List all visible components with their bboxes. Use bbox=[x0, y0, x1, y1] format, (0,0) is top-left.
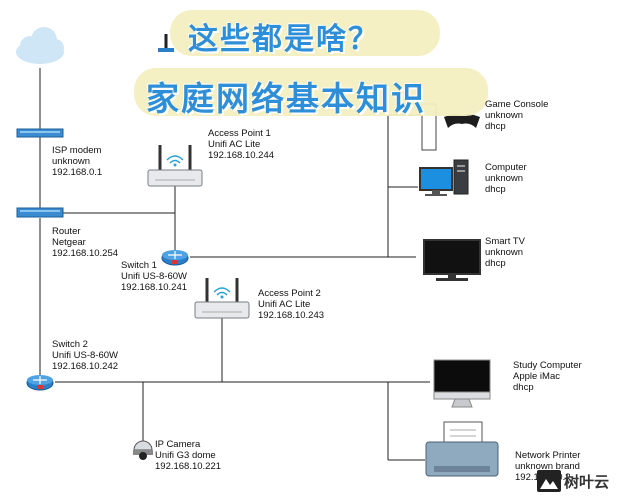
label-line: Switch 1 bbox=[121, 260, 157, 271]
label-switch1: Switch 1 Unifi US-8-60W 192.168.10.241 bbox=[121, 260, 187, 293]
title-line-1: 这些都是啥？ bbox=[188, 22, 380, 57]
label-line: unknown bbox=[485, 247, 524, 258]
label-line: Smart TV bbox=[485, 236, 525, 247]
imac-icon bbox=[433, 359, 491, 408]
label-line: 192.168.10.242 bbox=[52, 361, 119, 372]
label-access-point1: Access Point 1 Unifi AC Lite 192.168.10.… bbox=[208, 128, 274, 161]
label-line: Access Point 1 bbox=[208, 128, 271, 139]
label-line: 192.168.10.254 bbox=[52, 248, 119, 259]
label-line: unknown bbox=[52, 156, 91, 167]
label-line: IP Camera bbox=[155, 439, 201, 450]
label-line: dhcp bbox=[485, 184, 506, 195]
title-banner-2 bbox=[134, 68, 488, 116]
label-game-console: Game Console unknown dhcp bbox=[485, 99, 548, 132]
label-smart-tv: Smart TV unknown dhcp bbox=[485, 236, 525, 269]
label-line: unknown brand bbox=[515, 461, 580, 472]
label-line: Router bbox=[52, 226, 81, 237]
label-line: ISP modem bbox=[52, 145, 102, 156]
label-router: Router Netgear 192.168.10.254 bbox=[52, 226, 118, 259]
label-line: 192.168.0.1 bbox=[52, 167, 103, 178]
label-study-computer: Study Computer Apple iMac dhcp bbox=[513, 360, 582, 393]
title-banner-1 bbox=[170, 10, 440, 56]
label-ip-camera: IP Camera Unifi G3 dome 192.168.10.221 bbox=[155, 439, 221, 472]
router-icon bbox=[16, 207, 64, 218]
label-line: Netgear bbox=[52, 237, 86, 248]
label-line: dhcp bbox=[513, 382, 534, 393]
computer-icon bbox=[419, 159, 469, 196]
label-line: 192.168.10.221 bbox=[155, 461, 222, 472]
label-line: 192.168.10.243 bbox=[258, 310, 325, 321]
label-line: unknown bbox=[485, 173, 524, 184]
label-line: Unifi US-8-60W bbox=[52, 350, 118, 361]
label-line: Unifi AC Lite bbox=[258, 299, 311, 310]
connection-lines bbox=[39, 68, 430, 461]
label-line: 192.168.10.241 bbox=[121, 282, 188, 293]
title-line-2: 家庭网络基本知识 bbox=[146, 79, 426, 118]
label-line: Access Point 2 bbox=[258, 288, 321, 299]
watermark-logo-icon bbox=[537, 470, 561, 492]
access-point2-icon bbox=[194, 278, 250, 319]
watermark-text: 树叶云 bbox=[564, 474, 610, 491]
internet-cloud-icon bbox=[16, 27, 64, 64]
label-line: Apple iMac bbox=[513, 371, 560, 382]
watermark: 树叶云 bbox=[534, 466, 620, 496]
label-line: dhcp bbox=[485, 121, 506, 132]
printer-icon bbox=[425, 421, 499, 477]
switch2-icon bbox=[26, 375, 54, 391]
label-line: Network Printer bbox=[515, 450, 581, 461]
label-line: unknown bbox=[485, 110, 524, 121]
label-line: dhcp bbox=[485, 258, 506, 269]
access-point1-icon bbox=[147, 145, 203, 187]
label-line: Unifi AC Lite bbox=[208, 139, 261, 150]
switch1-icon bbox=[161, 250, 189, 266]
smart-tv-icon bbox=[423, 239, 481, 281]
label-line: Switch 2 bbox=[52, 339, 88, 350]
ip-camera-icon bbox=[133, 440, 153, 460]
label-line: Game Console bbox=[485, 99, 549, 110]
label-computer: Computer unknown dhcp bbox=[485, 162, 527, 195]
label-line: Computer bbox=[485, 162, 527, 173]
banner-decoration-icon bbox=[158, 34, 174, 52]
modem-icon bbox=[16, 128, 64, 138]
label-isp-modem: ISP modem unknown 192.168.0.1 bbox=[52, 145, 102, 178]
label-line: 192.168.10.244 bbox=[208, 150, 275, 161]
label-line: Unifi US-8-60W bbox=[121, 271, 187, 282]
label-line: Unifi G3 dome bbox=[155, 450, 216, 461]
label-switch2: Switch 2 Unifi US-8-60W 192.168.10.242 bbox=[52, 339, 118, 372]
label-access-point2: Access Point 2 Unifi AC Lite 192.168.10.… bbox=[258, 288, 324, 321]
label-line: Study Computer bbox=[513, 360, 582, 371]
